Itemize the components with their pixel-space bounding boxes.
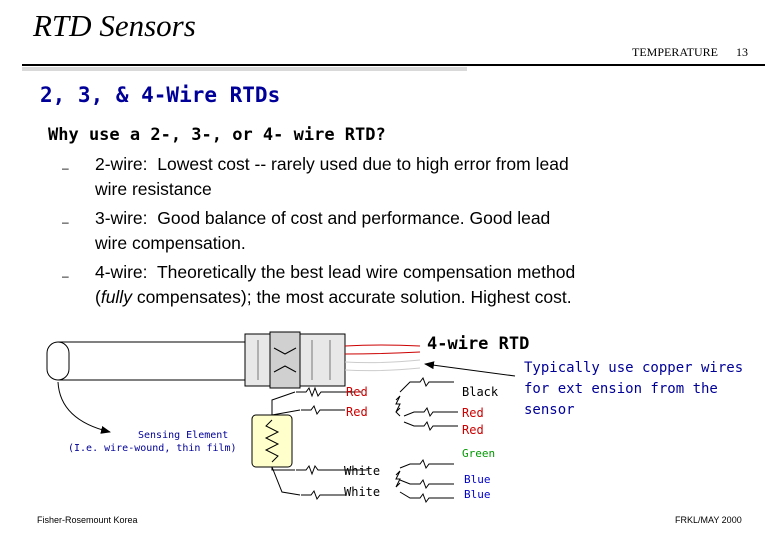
- bullet-line: Lowest cost -- rarely used due to high e…: [157, 154, 569, 174]
- probe-arrow: [57, 381, 111, 434]
- bullet-dash: –: [62, 215, 69, 229]
- topic-label: TEMPERATURE: [632, 45, 719, 59]
- bullet-key: 3-wire:: [95, 208, 148, 228]
- sensing-element-sub: (I.e. wire-wound, thin film): [68, 443, 237, 454]
- title-rule-shadow: [22, 67, 467, 71]
- title-rule: [22, 64, 765, 66]
- note-arrow: [424, 361, 516, 377]
- lead-wires: [271, 376, 458, 504]
- bullet-line: Good balance of cost and performance. Go…: [157, 208, 551, 228]
- wire-label-red: Red: [462, 423, 484, 437]
- note-line: sensor: [524, 402, 575, 418]
- note-line: Typically use copper wires: [524, 360, 743, 376]
- bullet-list: – 2-wire: Lowest cost -- rarely used due…: [62, 152, 702, 314]
- sensing-element: [251, 414, 293, 468]
- question-text: Why use a 2-, 3-, or 4- wire RTD?: [48, 125, 386, 145]
- bullet-3-wire: – 3-wire: Good balance of cost and perfo…: [62, 206, 702, 256]
- diagram-title: 4-wire RTD: [427, 334, 529, 354]
- bullet-emphasis: fully: [100, 287, 132, 307]
- slide-subtitle: 2, 3, & 4-Wire RTDs: [40, 83, 281, 107]
- wire-label-white: White: [344, 485, 380, 499]
- bullet-line: wire compensation.: [95, 233, 246, 253]
- rtd-probe: [46, 331, 421, 389]
- wire-label-blue: Blue: [464, 473, 491, 486]
- bullet-dash: –: [62, 269, 69, 283]
- page-number: 13: [736, 45, 748, 59]
- bullet-line: wire resistance: [95, 179, 212, 199]
- bullet-line: compensates); the most accurate solution…: [136, 287, 572, 307]
- bullet-key: 2-wire:: [95, 154, 148, 174]
- wire-label-green: Green: [462, 447, 495, 460]
- wire-label-red: Red: [346, 405, 368, 419]
- bullet-dash: –: [62, 161, 69, 175]
- wire-label-white: White: [344, 464, 380, 478]
- wire-label-blue: Blue: [464, 488, 491, 501]
- footer-date: FRKL/MAY 2000: [675, 515, 742, 525]
- sensing-element-label: Sensing Element: [138, 430, 228, 441]
- wire-label-red: Red: [462, 406, 484, 420]
- wire-label-red: Red: [346, 385, 368, 399]
- slide-title: RTD Sensors: [33, 8, 196, 43]
- rtd-wiring-diagram: 4-wire RTD Sensing Element (I.e. wire-wo…: [46, 331, 743, 504]
- bullet-4-wire: – 4-wire: Theoretically the best lead wi…: [62, 262, 576, 307]
- note-line: for ext ension from the: [524, 381, 718, 397]
- wire-label-black: Black: [462, 385, 499, 399]
- bullet-line: Theoretically the best lead wire compens…: [156, 262, 576, 282]
- bullet-key: 4-wire:: [95, 262, 148, 282]
- footer-company: Fisher-Rosemount Korea: [37, 515, 138, 525]
- bullet-2-wire: – 2-wire: Lowest cost -- rarely used due…: [62, 152, 702, 202]
